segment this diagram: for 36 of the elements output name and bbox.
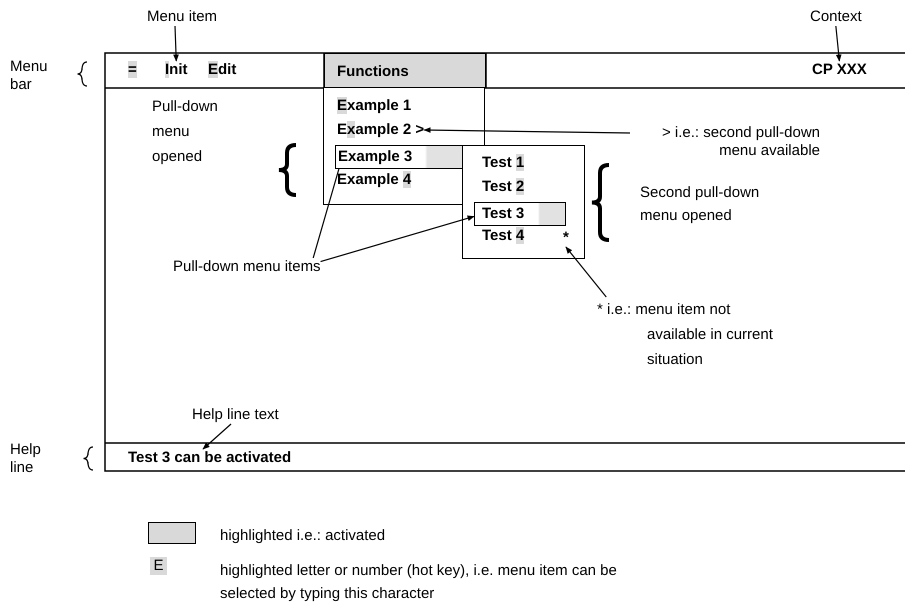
menu-item: Example 1 [337,97,412,115]
callout-text: Pull-down menu items [173,258,321,276]
context-text: CP XXX [812,61,867,79]
arrow [173,26,179,62]
arrow [835,26,842,62]
menu-item: Example 4 [337,171,412,189]
callout-text: Menu item [147,8,218,26]
leader-line [312,168,340,258]
menu-item: Init [165,61,188,79]
callout-text: > i.e.: second pull-down menu available [630,124,820,160]
area-label: Menu bar [10,58,49,94]
unavailable-menu-item: Test 4 [482,227,524,245]
help-line-text: Test 3 can be activated [128,449,292,467]
area-label: Pull-down menu opened [152,97,219,167]
callout-text: Context [810,8,862,26]
legend-text: highlighted i.e.: activated [220,526,386,546]
legend-text: highlighted letter or number (hot key), i.e. menu item can be selected by typing this character [220,561,618,604]
second-pull-down-menu [462,145,585,259]
unavailable-mark: * [563,229,569,247]
highlighted-menu-item: Functions [324,53,486,88]
menu-item: Test 2 [482,178,524,196]
menu-item: = [128,61,137,79]
arrow [423,127,630,134]
arrow [320,215,475,262]
callout-text: Help line text [192,406,279,424]
callout-text: * i.e.: menu item not available in current situation [597,297,782,372]
menu-item: Example 2 > [337,121,424,139]
area-label: Help line [10,441,42,477]
arrow [202,424,232,450]
menu-item: Test 1 [482,154,524,172]
arrow [565,246,607,298]
area-label: Second pull-down menu opened [640,183,760,226]
selected-menu-item: Example 3 [335,145,464,169]
hot-key-sample: E [150,557,167,575]
selected-menu-item: Test 3 [474,202,566,226]
menu-item: Edit [208,61,236,79]
